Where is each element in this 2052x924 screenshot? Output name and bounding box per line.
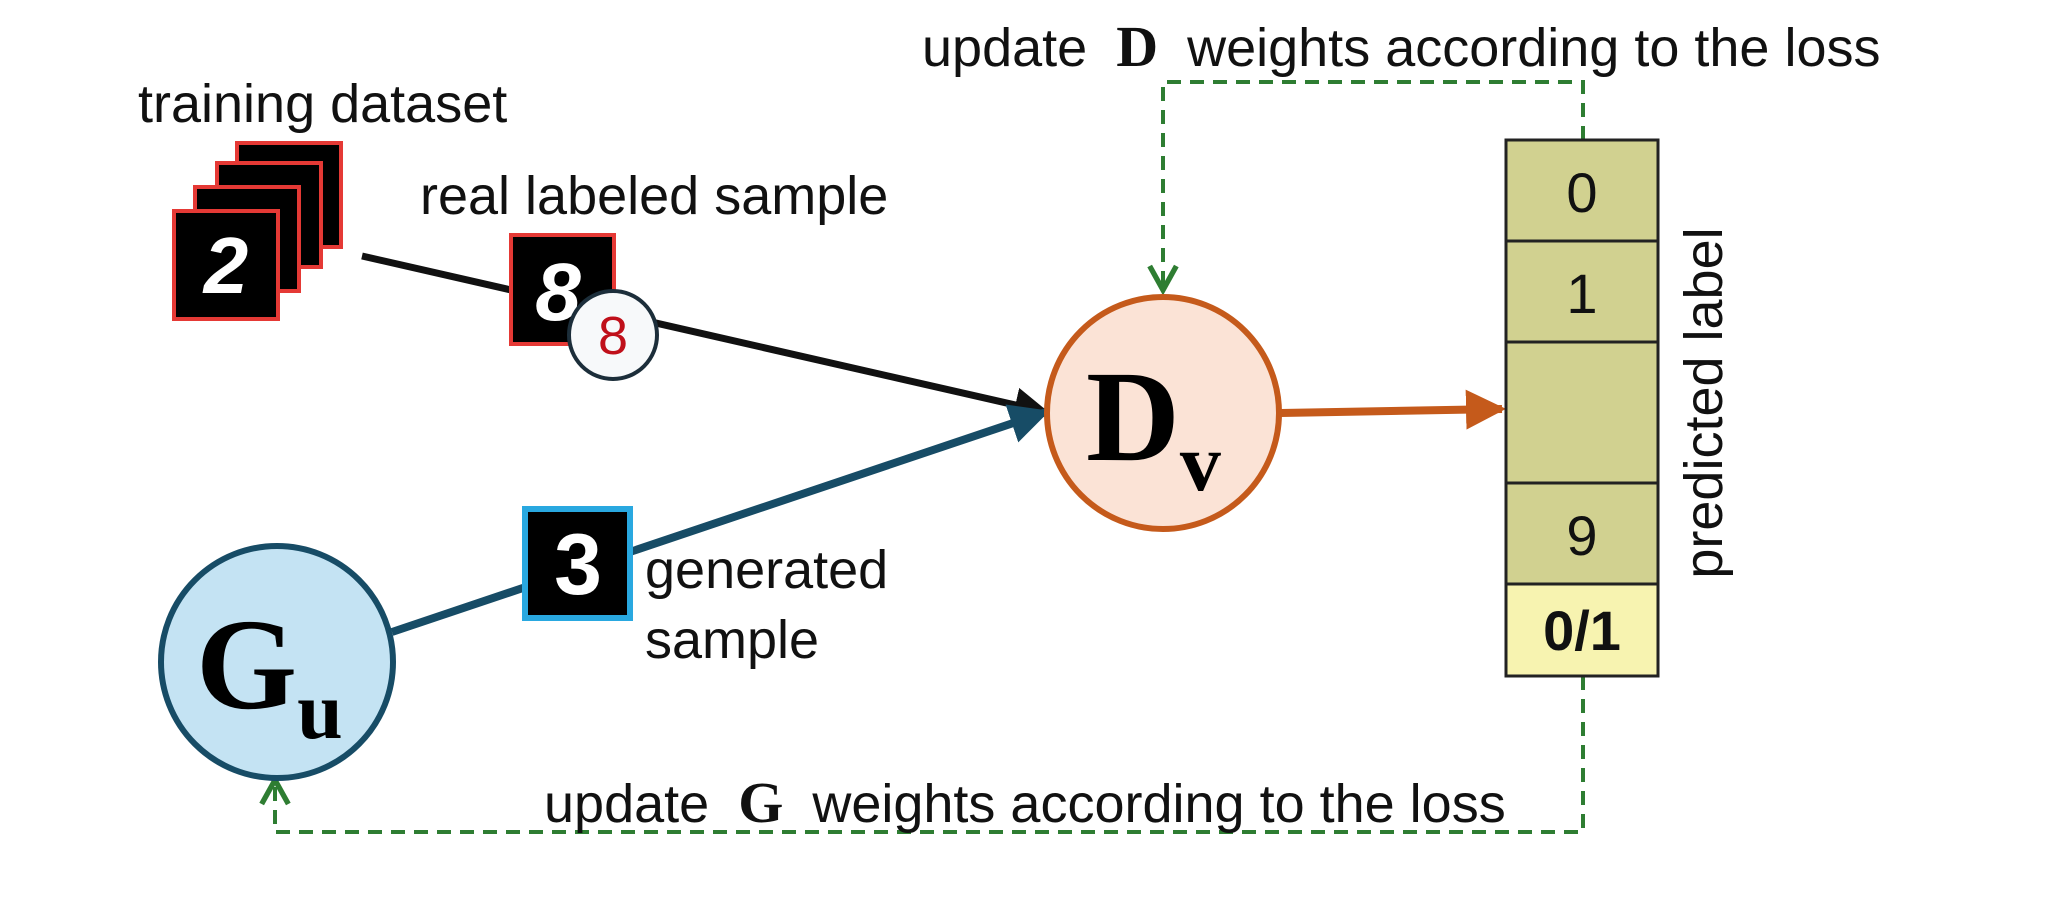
generated-sample-label-line1: generated xyxy=(645,540,888,600)
output-cell xyxy=(1504,481,1660,586)
output-cell-label: 1 xyxy=(1566,262,1597,325)
update-g-suffix: weights according to the loss xyxy=(811,774,1505,834)
svg-text:Dv: Dv xyxy=(1086,345,1221,508)
generated-sample-digit: 3 xyxy=(554,517,602,613)
output-cell-fake-real xyxy=(1504,582,1660,678)
g-update-feedback-arrow xyxy=(275,676,1585,834)
update-g-symbol: G xyxy=(738,770,783,835)
discriminator-subscript: v xyxy=(1180,417,1221,508)
update-d-symbol: D xyxy=(1116,14,1158,79)
update-g-prefix: update xyxy=(544,774,709,834)
update-d-suffix: weights according to the loss xyxy=(1186,18,1880,78)
svg-text:update D weights accor: update D weights according to the loss xyxy=(922,14,1880,79)
update-d-prefix: update xyxy=(922,18,1087,78)
generator-symbol: G xyxy=(196,593,297,737)
output-arrow xyxy=(1280,389,1506,430)
training-dataset-stack: 2 xyxy=(172,141,343,321)
output-cell-fake-real-label: 0/1 xyxy=(1543,599,1621,662)
output-cell-label: 0 xyxy=(1566,161,1597,224)
training-dataset-label: training dataset xyxy=(138,74,507,134)
output-cell-label: 9 xyxy=(1566,504,1597,567)
generated-sample-arrow xyxy=(390,404,1050,636)
generated-sample-label-line2: sample xyxy=(645,610,819,670)
generated-sample-image: 3 xyxy=(522,506,633,621)
real-label-badge: 8 xyxy=(567,289,659,381)
discriminator-node: Dv xyxy=(1044,294,1282,532)
real-labeled-sample-label: real labeled sample xyxy=(420,166,888,226)
predicted-label-caption: predicted label xyxy=(1674,227,1734,578)
discriminator-symbol: D xyxy=(1086,345,1180,489)
d-update-feedback-arrow xyxy=(1163,80,1585,290)
output-cell xyxy=(1504,138,1660,243)
real-sample-arrow xyxy=(361,252,1050,423)
svg-text:update G weights accor: update G weights according to the loss xyxy=(544,770,1506,835)
dataset-digit: 2 xyxy=(202,221,249,310)
generator-node: Gu xyxy=(158,543,396,781)
output-vector: 0 1 9 0/1 xyxy=(1504,138,1660,678)
real-label-value: 8 xyxy=(598,306,628,366)
svg-text:Gu: Gu xyxy=(196,593,343,756)
generator-subscript: u xyxy=(297,665,343,756)
output-cell xyxy=(1504,340,1660,485)
output-cell xyxy=(1504,239,1660,344)
